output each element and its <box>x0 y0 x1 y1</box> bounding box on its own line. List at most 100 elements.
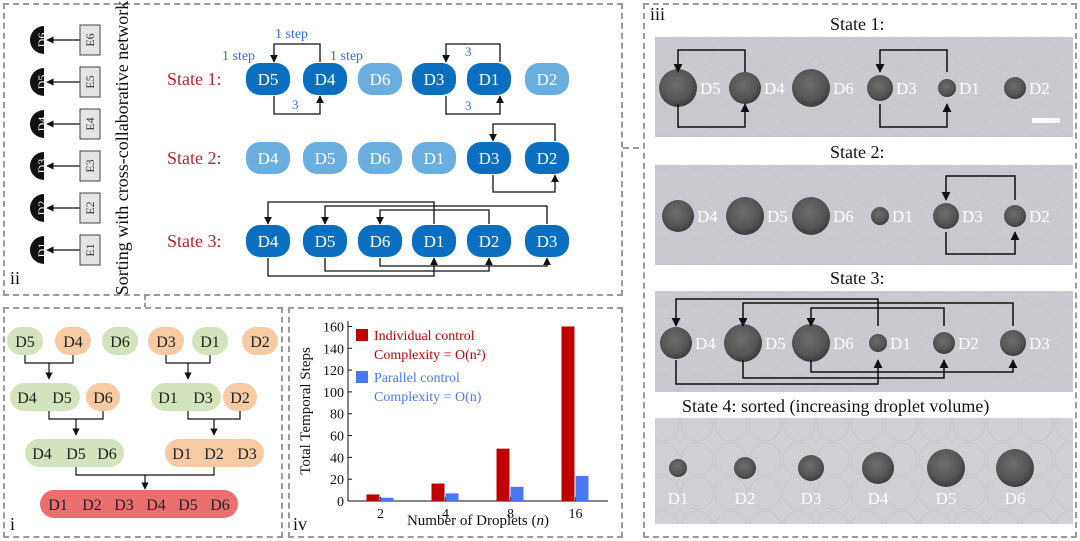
droplet-label: D5 <box>765 334 786 353</box>
x-tick-label: 2 <box>377 507 384 522</box>
merge-row3-d3: D3 <box>237 446 257 463</box>
state3-droplet-d5: D5 <box>724 324 786 362</box>
merge-row4-d5: D5 <box>178 497 198 514</box>
droplet-label: D6 <box>833 79 854 98</box>
merge-node-label: D6 <box>93 390 113 407</box>
state4-droplet-d5: D5 <box>927 449 965 508</box>
merge-node-label: D6 <box>110 334 130 351</box>
droplet-label: D3 <box>1029 334 1050 353</box>
state1-node-d2: D2 <box>525 63 569 95</box>
droplet-label: D3 <box>896 79 917 98</box>
merge-node-label: D3 <box>193 390 213 407</box>
state2-node-d5: D5 <box>303 142 347 174</box>
state3-droplet-d6: D6 <box>792 324 854 362</box>
scale-bar <box>1032 118 1060 123</box>
merge-row1-d1: D1 <box>192 327 228 355</box>
y-tick-label: 80 <box>330 408 344 423</box>
node-label: D5 <box>315 149 336 168</box>
merge-row4-d4: D4 <box>146 497 166 514</box>
merge-row2-d5: D5 <box>52 390 72 407</box>
legend-swatch-0 <box>356 329 368 341</box>
x-axis-label: Number of Droplets (n) <box>407 513 549 529</box>
legend-sub-0: Complexity = O(n²) <box>374 348 486 363</box>
bar-parallel-4 <box>445 493 459 501</box>
droplet-label: D1 <box>959 79 980 98</box>
state1-droplet-d6: D6 <box>792 69 854 107</box>
y-tick-label: 100 <box>323 386 344 401</box>
droplet-label: D4 <box>764 79 785 98</box>
bar-individual-16 <box>561 326 575 501</box>
merge-node-label: D1 <box>158 390 178 407</box>
state1-node-d6: D6 <box>358 63 402 95</box>
merge-row3-d1: D1 <box>172 446 192 463</box>
droplet-label: D1 <box>35 243 49 258</box>
bar-parallel-16 <box>575 475 589 501</box>
panel-iv-label: iv <box>293 514 308 534</box>
state3-node-d3: D3 <box>525 225 569 257</box>
legend-swatch-1 <box>356 371 368 383</box>
merge-row2-d3: D3 <box>193 390 213 407</box>
merge-node-label: D3 <box>237 446 257 463</box>
merge-node-label: D5 <box>178 497 198 514</box>
merge-node-label: D4 <box>32 446 52 463</box>
merge-row3-d2: D2 <box>204 446 224 463</box>
state3-droplet-d4: D4 <box>660 327 716 359</box>
y-axis-label: Total Temporal Steps <box>298 347 314 475</box>
step-label-a: 1 step <box>275 27 308 42</box>
merge-row1-d3: D3 <box>148 327 184 355</box>
state4-droplet-d2: D2 <box>734 457 756 508</box>
state4-droplet-d3: D3 <box>798 455 824 508</box>
electrode-label: E3 <box>83 159 97 172</box>
panel-iv <box>288 307 623 538</box>
panel-i <box>3 307 283 538</box>
state4-droplet-d4: D4 <box>862 452 894 508</box>
electrode-label: E1 <box>83 243 97 256</box>
bar-parallel-2 <box>380 497 394 501</box>
droplet-label: D2 <box>958 334 979 353</box>
panel-i-label: i <box>10 514 16 534</box>
node-label: D1 <box>424 149 445 168</box>
state1-node-d4: D4 <box>303 63 347 95</box>
merge-node-label: D4 <box>146 497 166 514</box>
droplet-label: D2 <box>735 489 756 508</box>
droplet-label: D1 <box>892 207 913 226</box>
merge-row3-d5: D5 <box>66 446 86 463</box>
state3-node-d5: D5 <box>303 225 347 257</box>
state1-node-d3: D3 <box>412 63 456 95</box>
y-tick-label: 40 <box>330 451 344 466</box>
state-label-3: State 3: <box>167 231 222 251</box>
merge-row1-d2: D2 <box>242 327 278 355</box>
merge-node-label: D5 <box>52 390 72 407</box>
node-label: D2 <box>537 70 558 89</box>
electrode-label: E4 <box>83 117 97 130</box>
node-label: D3 <box>479 149 500 168</box>
state2-droplet-d5: D5 <box>726 197 788 235</box>
iii-title-2: State 2: <box>830 142 885 162</box>
droplet-label: D4 <box>697 207 718 226</box>
node-label: D6 <box>370 70 391 89</box>
droplet-label: D4 <box>695 334 716 353</box>
electrode-e1: D1 E1 <box>30 234 101 266</box>
node-label: D1 <box>479 70 500 89</box>
node-label: D5 <box>315 232 336 251</box>
node-label: D4 <box>258 232 279 251</box>
state3-droplet-d1: D1 <box>869 334 911 353</box>
state-label-1: State 1: <box>167 69 222 89</box>
iii-title-3: State 3: <box>830 268 885 288</box>
state2-node-d3: D3 <box>467 142 511 174</box>
legend-name-0: Individual control <box>374 329 475 344</box>
droplet-label: D6 <box>833 207 854 226</box>
merge-node-label: D2 <box>230 390 250 407</box>
droplet-label: D4 <box>35 117 49 132</box>
legend-name-1: Parallel control <box>374 371 460 386</box>
state2-node-d2: D2 <box>525 142 569 174</box>
panel-ii-label: ii <box>10 268 21 288</box>
merge-node-label: D2 <box>204 446 224 463</box>
bar-individual-8 <box>496 448 510 501</box>
merge-node-label: D2 <box>82 497 102 514</box>
step-label-c: 1 step <box>330 49 363 64</box>
electrode-e4: D4 E4 <box>30 108 101 140</box>
